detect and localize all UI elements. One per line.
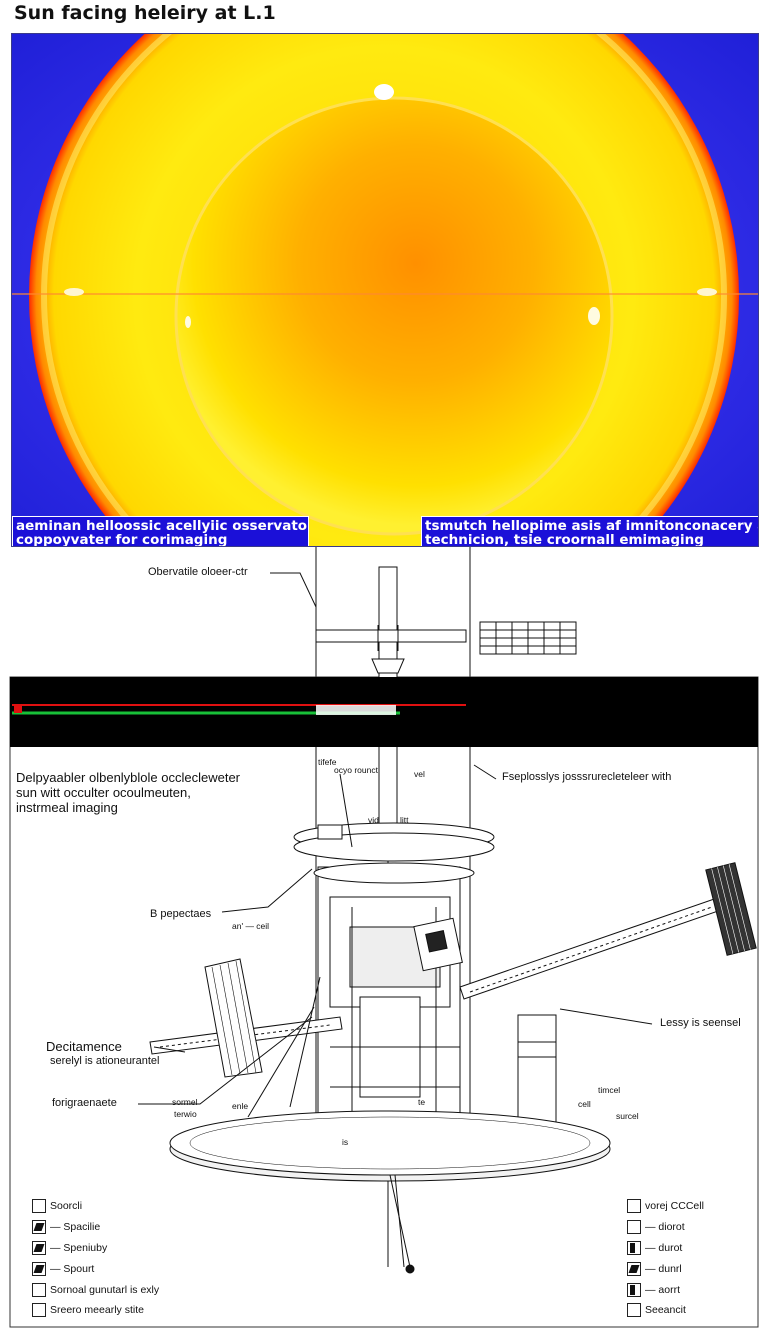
label-deployable-occulter-line-1: Delpyaabler olbenlyblole occlecleweter bbox=[16, 770, 241, 785]
label-mast-1: tifefe bbox=[318, 757, 337, 767]
label-right-low-2: cell bbox=[578, 1099, 591, 1109]
label-right-top: Fseplosslys josssrurecleteleer with bbox=[502, 771, 672, 783]
legend-swatch bbox=[32, 1283, 46, 1297]
legend-right-item: — aorrt bbox=[627, 1282, 680, 1298]
sun-caption-left: aeminan helloossic acellyiic osservator … bbox=[12, 516, 309, 547]
sun-caption-right-line-1: tsmutch hellopime asis af imnitonconacer… bbox=[425, 518, 758, 534]
legend-right-item: — dunrl bbox=[627, 1261, 682, 1277]
sun-image bbox=[12, 34, 758, 546]
sun-caption-left-line-2: coppoyvater for corimaging bbox=[16, 532, 228, 547]
label-instrument: forigraenaete bbox=[52, 1097, 117, 1109]
legend-left-item: Sornoal gunutarl is exly bbox=[32, 1282, 159, 1298]
legend-left-item: Soorcli bbox=[32, 1198, 82, 1214]
label-instrument-sub-1: sormel bbox=[172, 1097, 198, 1107]
legend-left-item: — Spourt bbox=[32, 1261, 94, 1277]
sun-caption-right: tsmutch hellopime asis af imnitonconacer… bbox=[421, 516, 758, 547]
legend-left-item: — Spacilie bbox=[32, 1219, 100, 1235]
legend-swatch bbox=[32, 1220, 46, 1234]
legend-swatch bbox=[32, 1199, 46, 1213]
legend-swatch bbox=[627, 1283, 641, 1297]
legend-swatch bbox=[627, 1241, 641, 1255]
legend-left: Soorcli — Spacilie — Speniuby — Spourt S… bbox=[32, 1198, 232, 1328]
legend-swatch bbox=[32, 1241, 46, 1255]
label-instrument-sub-2: terwio bbox=[174, 1109, 197, 1119]
sun-caption-left-line-1: aeminan helloossic acellyiic osservator bbox=[16, 518, 309, 534]
legend-swatch bbox=[627, 1199, 641, 1213]
legend-right-item: — diorot bbox=[627, 1219, 685, 1235]
page-title: Sun facing heleiry at L.1 bbox=[14, 2, 276, 24]
legend-swatch bbox=[32, 1303, 46, 1317]
label-mast-3: vel bbox=[414, 769, 425, 779]
legend-left-item: Sreero meearly stite bbox=[32, 1302, 144, 1318]
sun-image-panel: aeminan helloossic acellyiic osservator … bbox=[11, 33, 759, 547]
label-decitamence-sub: serelyl is ationeurantel bbox=[50, 1055, 160, 1067]
legend-right-item: Seeancit bbox=[627, 1302, 686, 1318]
label-observation-structure: Obervatile oloeer-ctr bbox=[148, 566, 248, 578]
label-spaces: B pepectaes bbox=[150, 908, 212, 920]
legend-swatch bbox=[627, 1303, 641, 1317]
label-right-mid: Lessy is seensel bbox=[660, 1017, 741, 1029]
label-spaces-sub: an' — ceil bbox=[232, 921, 270, 931]
spacecraft-drawing bbox=[9, 547, 759, 1328]
label-deployable-occulter-line-3: instrmeal imaging bbox=[16, 800, 118, 815]
legend-right-item: — durot bbox=[627, 1240, 682, 1256]
legend-swatch bbox=[627, 1220, 641, 1234]
label-deployable-occulter: Delpyaabler olbenlyblole occlecleweter s… bbox=[16, 770, 240, 815]
label-mast-2: ocyo rounct bbox=[334, 765, 378, 775]
label-right-low-1: timcel bbox=[598, 1085, 621, 1095]
label-deployable-occulter-line-2: sun witt occulter ocoulmeuten, bbox=[16, 785, 191, 800]
sun-caption-right-line-2: technicion, tsie croornall emimaging bbox=[425, 532, 704, 547]
legend-right: vorej CCCell — diorot — durot — dunrl — … bbox=[627, 1198, 757, 1328]
legend-swatch bbox=[627, 1262, 641, 1276]
label-decitamence: Decitamence bbox=[46, 1039, 122, 1054]
legend-swatch bbox=[32, 1262, 46, 1276]
label-mast-5: litt bbox=[400, 815, 409, 825]
legend-left-item: — Speniuby bbox=[32, 1240, 107, 1256]
label-mast-4: vid bbox=[368, 815, 379, 825]
label-instrument-sub-3: enle bbox=[232, 1101, 249, 1111]
label-right-low-3: surcel bbox=[616, 1111, 639, 1121]
label-te: te bbox=[418, 1097, 426, 1107]
label-is: is bbox=[342, 1137, 349, 1147]
legend-right-item: vorej CCCell bbox=[627, 1198, 704, 1214]
